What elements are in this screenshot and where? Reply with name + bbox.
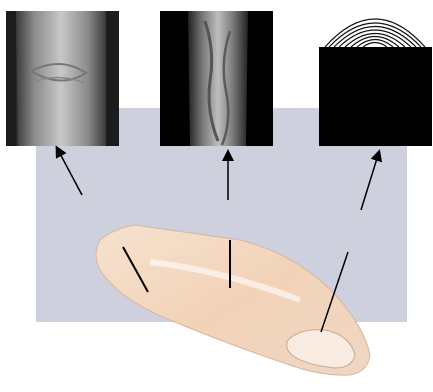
arrow-to-fingerprint-image: [361, 152, 379, 210]
arrow-to-crease-image: [57, 148, 82, 195]
